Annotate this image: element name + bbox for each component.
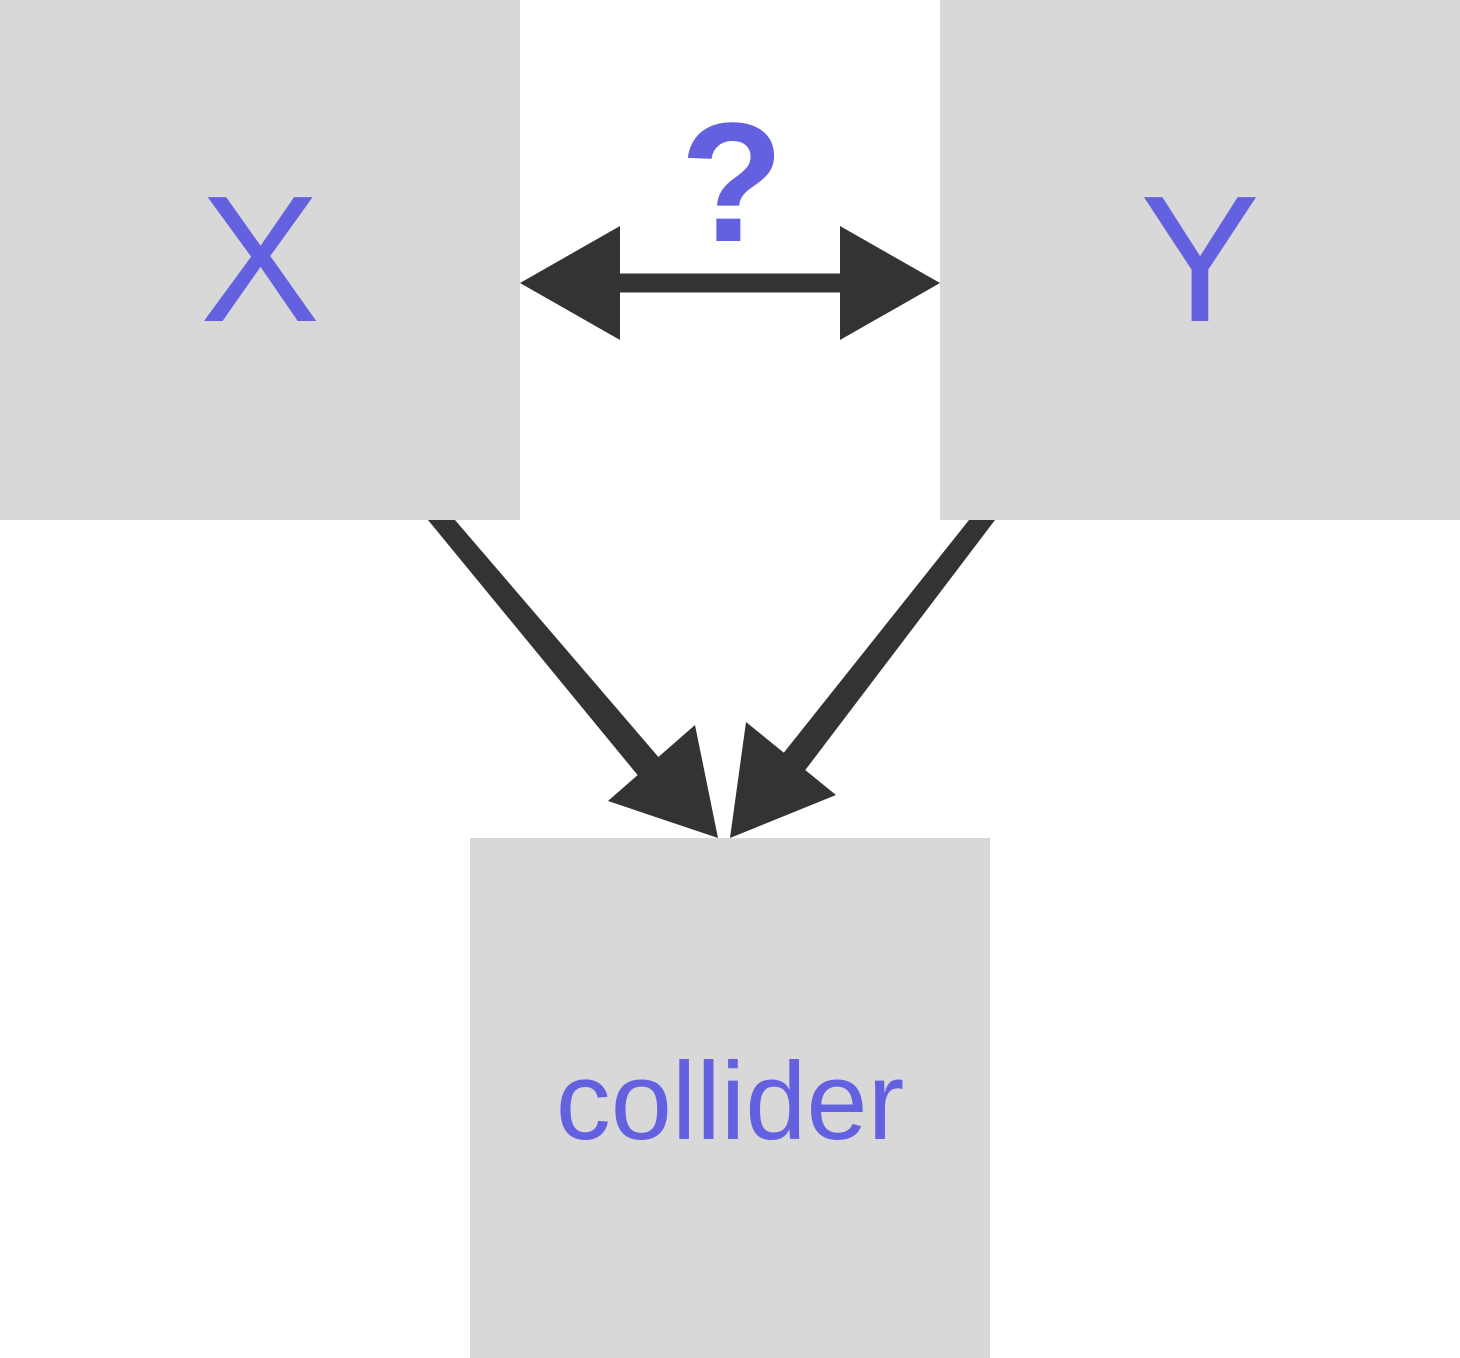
edge-label-question: ? [680,88,784,278]
arrowhead-y-collider [730,722,836,838]
arrowhead-x-collider [608,725,718,838]
node-y-label: Y [1139,159,1261,360]
edge-y-collider [730,520,995,838]
node-collider: collider [470,838,990,1358]
edge-y-collider-shaft [774,520,995,781]
node-collider-label: collider [555,1040,905,1163]
arrowhead-right [840,226,940,340]
node-x: X [0,0,520,520]
node-y: Y [940,0,1460,520]
arrowhead-left [520,226,620,340]
edge-x-collider-shaft [428,520,685,806]
node-x-label: X [199,159,321,360]
edge-x-collider [428,520,718,838]
